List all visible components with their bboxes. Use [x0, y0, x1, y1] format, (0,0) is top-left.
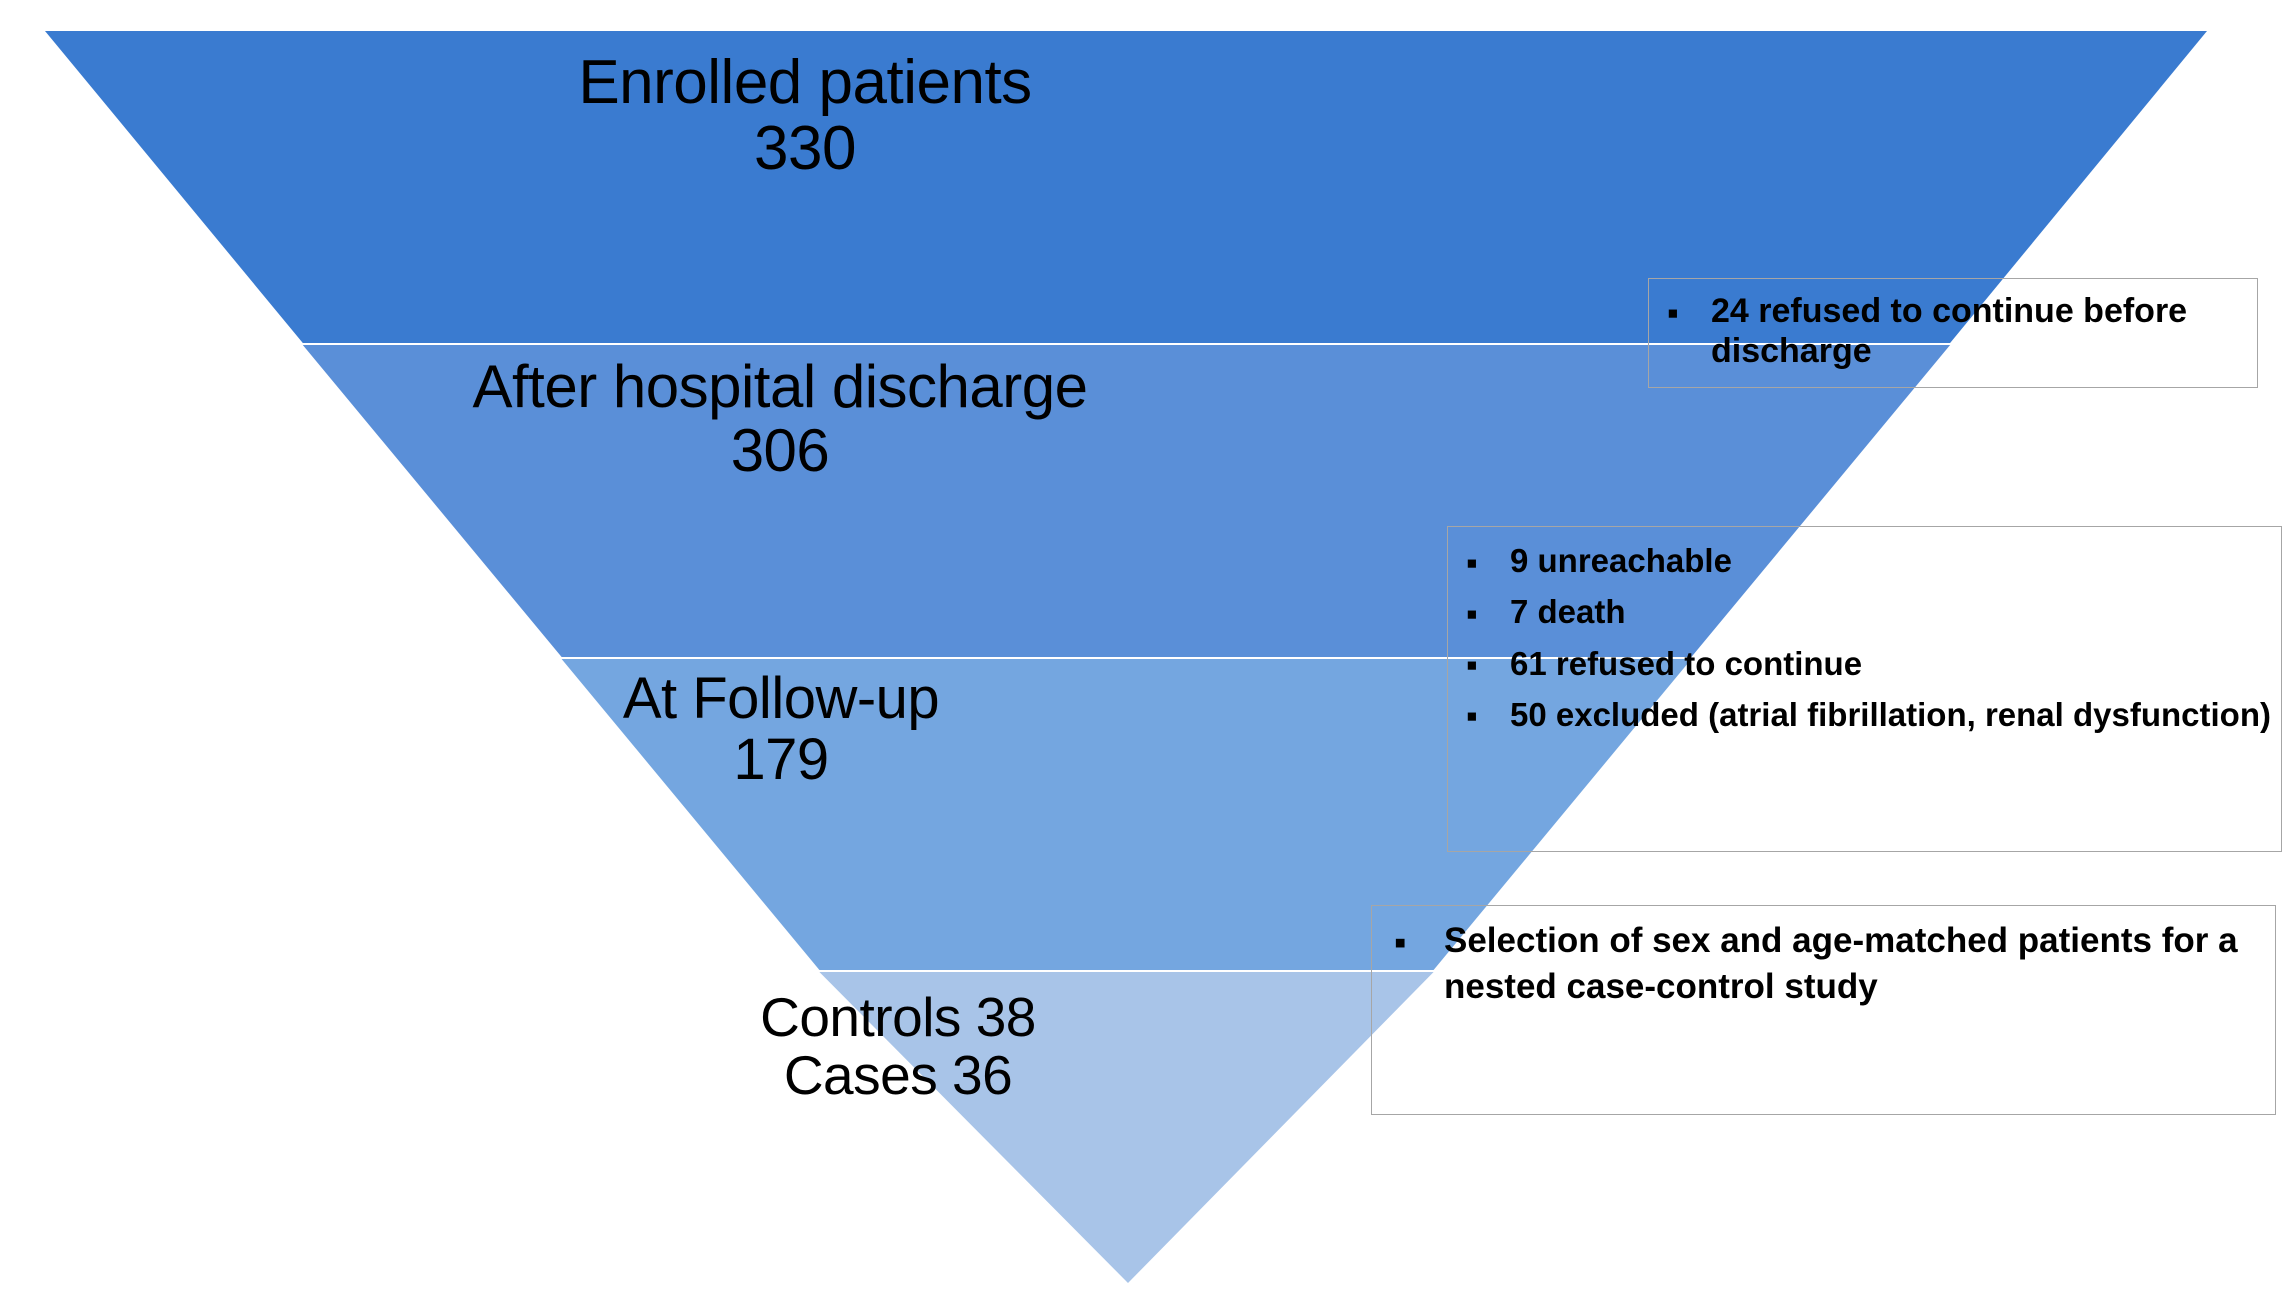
funnel-band-at-follow-up — [561, 659, 1692, 970]
callout-list: ▪ 24 refused to continue before discharg… — [1649, 291, 2247, 372]
callout-list: ▪ 9 unreachable ▪ 7 death ▪ 61 refused t… — [1448, 541, 2271, 734]
funnel-band-enrolled — [45, 31, 2207, 343]
funnel-label-after-discharge: After hospital discharge 306 — [472, 353, 1088, 484]
list-item-text: 50 excluded (atrial fibrillation, renal … — [1510, 695, 2271, 733]
list-item-text: Selection of sex and age-matched patient… — [1444, 921, 2238, 1006]
list-item-text: 61 refused to continue — [1510, 644, 1863, 682]
bullet-icon: ▪ — [1466, 646, 1478, 684]
bullet-icon: ▪ — [1466, 543, 1478, 581]
list-item-text: 7 death — [1510, 593, 1626, 631]
funnel-label-at-follow-up: At Follow-up 179 — [622, 666, 940, 793]
bullet-icon: ▪ — [1394, 922, 1407, 962]
funnel-label-controls-cases: Controls 38 Cases 36 — [760, 986, 1036, 1107]
funnel-label-enrolled: Enrolled patients 330 — [578, 48, 1032, 183]
list-item: ▪ 61 refused to continue — [1448, 644, 2271, 684]
list-item-text: 24 refused to continue before discharge — [1711, 292, 2188, 371]
funnel-band-controls-cases — [819, 972, 1434, 1283]
bullet-icon: ▪ — [1667, 293, 1679, 331]
callout-after-discharge-losses: ▪ 24 refused to continue before discharg… — [1648, 278, 2258, 388]
callout-list: ▪ Selection of sex and age-matched patie… — [1372, 918, 2261, 1009]
list-item: ▪ 9 unreachable — [1448, 541, 2271, 581]
list-item-text: 9 unreachable — [1510, 542, 1732, 579]
list-item: ▪ 24 refused to continue before discharg… — [1649, 291, 2247, 372]
bullet-icon: ▪ — [1466, 697, 1478, 735]
list-item: ▪ 7 death — [1448, 592, 2271, 632]
callout-follow-up-losses: ▪ 9 unreachable ▪ 7 death ▪ 61 refused t… — [1447, 526, 2282, 852]
list-item: ▪ 50 excluded (atrial fibrillation, rena… — [1448, 695, 2271, 735]
list-item: ▪ Selection of sex and age-matched patie… — [1372, 918, 2261, 1009]
bullet-icon: ▪ — [1466, 594, 1478, 632]
callout-nested-case-control-selection: ▪ Selection of sex and age-matched patie… — [1371, 905, 2276, 1115]
funnel-band-after-discharge — [302, 345, 1951, 657]
